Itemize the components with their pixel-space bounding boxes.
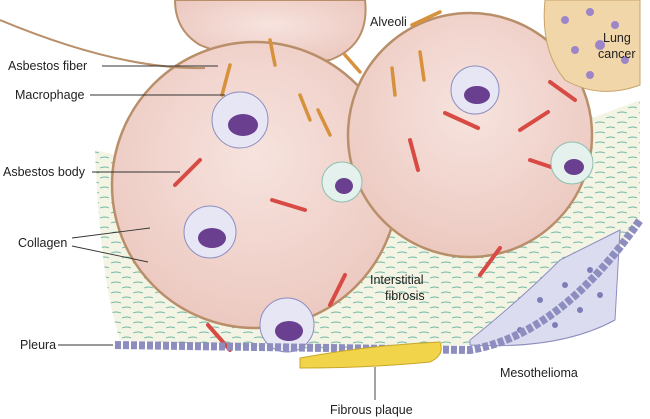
macrophage (550, 141, 594, 185)
label-macrophage: Macrophage (15, 88, 85, 102)
label-asbestos-body: Asbestos body (3, 165, 86, 179)
label-pleura: Pleura (20, 338, 56, 352)
label-asbestos-fiber: Asbestos fiber (8, 59, 87, 73)
label-interstitial-line2: fibrosis (385, 289, 425, 303)
label-fibrous-plaque: Fibrous plaque (330, 403, 413, 417)
label-mesothelioma: Mesothelioma (500, 366, 578, 380)
alveolar-wall (0, 19, 206, 70)
fibrous-plaque (299, 341, 442, 369)
macrophage (183, 205, 237, 259)
macrophage (321, 161, 363, 203)
label-lung-cancer-line1: Lung (603, 31, 631, 45)
leader-lines (58, 65, 376, 400)
right-alveolus (346, 11, 594, 259)
label-collagen: Collagen (18, 236, 67, 250)
label-lung-cancer-line2: cancer (598, 47, 636, 61)
pleura (114, 217, 644, 355)
asbestos-fibers (220, 10, 442, 137)
lung-cancer-cells (543, 0, 641, 92)
label-interstitial-line1: Interstitial (370, 273, 424, 287)
label-alveoli: Alveoli (370, 15, 407, 29)
macrophage (211, 91, 269, 149)
macrophage (450, 65, 500, 115)
macrophage (259, 297, 315, 353)
